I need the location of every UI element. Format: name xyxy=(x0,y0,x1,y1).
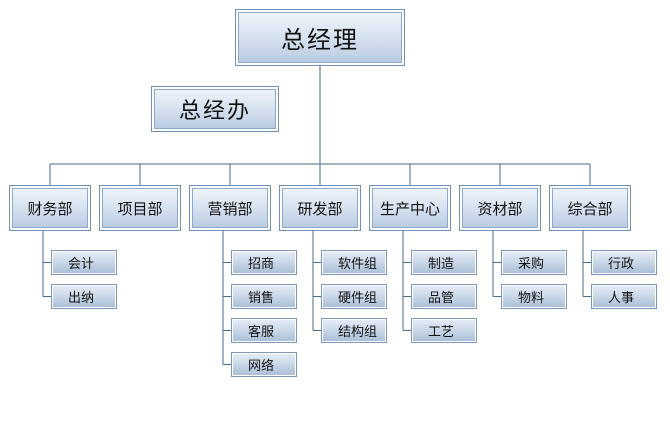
subunit-node: 出纳 xyxy=(51,284,117,309)
subunit-node: 软件组 xyxy=(321,250,387,275)
department-node: 项目部 xyxy=(99,185,181,231)
subunit-node: 会计 xyxy=(51,250,117,275)
subunit-node: 销售 xyxy=(231,284,297,309)
subunit-node: 采购 xyxy=(501,250,567,275)
node-general-office: 总经办 xyxy=(151,86,279,132)
department-node: 研发部 xyxy=(279,185,361,231)
subunit-node: 行政 xyxy=(591,250,657,275)
subunit-node: 工艺 xyxy=(411,318,477,343)
department-node: 生产中心 xyxy=(369,185,451,231)
node-general-manager: 总经理 xyxy=(235,9,405,66)
subunit-node: 结构组 xyxy=(321,318,387,343)
department-node: 资材部 xyxy=(459,185,541,231)
subunit-node: 品管 xyxy=(411,284,477,309)
subunit-node: 物料 xyxy=(501,284,567,309)
subunit-node: 招商 xyxy=(231,250,297,275)
department-node: 营销部 xyxy=(189,185,271,231)
subunit-node: 人事 xyxy=(591,284,657,309)
subunit-node: 制造 xyxy=(411,250,477,275)
subunit-node: 网络 xyxy=(231,352,297,377)
subunit-node: 硬件组 xyxy=(321,284,387,309)
department-node: 综合部 xyxy=(549,185,631,231)
subunit-node: 客服 xyxy=(231,318,297,343)
department-node: 财务部 xyxy=(9,185,91,231)
